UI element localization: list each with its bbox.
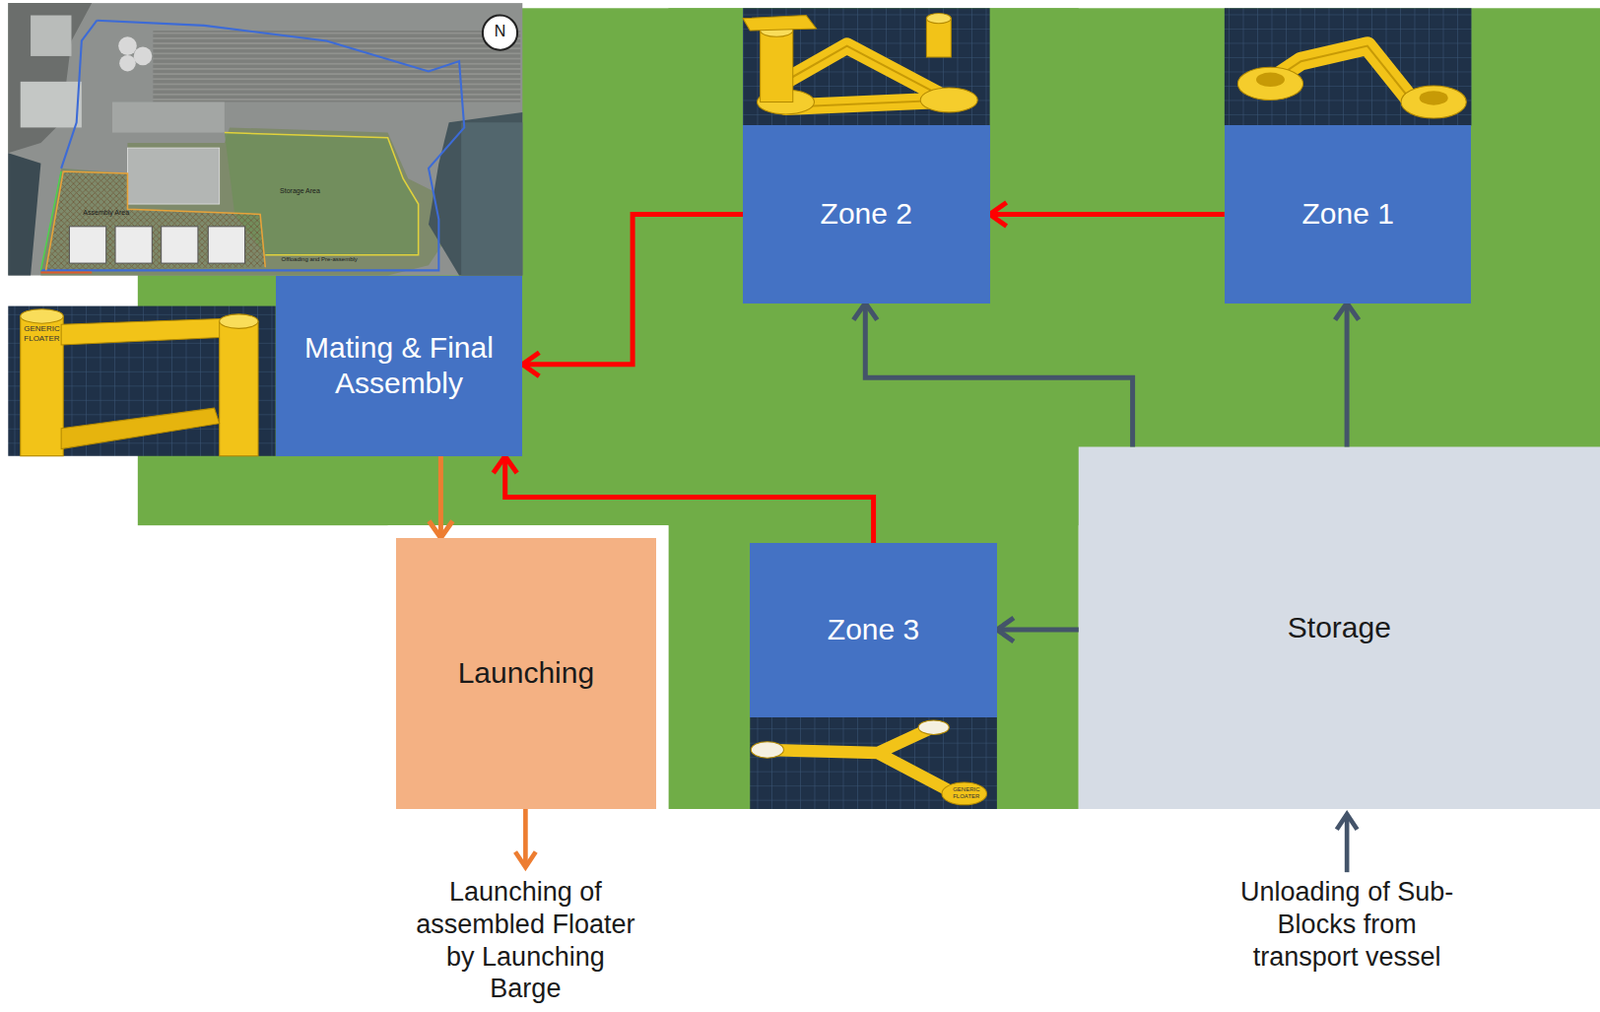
storage-area xyxy=(1078,446,1600,809)
zone3-render xyxy=(749,717,998,809)
mating-render xyxy=(7,306,275,457)
map-label: Assembly Area xyxy=(73,208,139,218)
zone-box: Zone 2 xyxy=(742,125,991,303)
box-text: Zone 1 xyxy=(1301,196,1394,233)
ground xyxy=(667,7,1078,809)
flow-arrow xyxy=(997,627,1079,633)
box-text: Zone 2 xyxy=(820,196,913,233)
render-text: GENERIC FLOATER xyxy=(22,324,62,344)
zone-box: Zone 3 xyxy=(749,542,998,718)
launching-box: Launching xyxy=(396,537,657,810)
box-text: Mating & Final Assembly xyxy=(285,330,514,402)
launch-arrow xyxy=(523,808,529,867)
assembly-box: Mating & Final Assembly xyxy=(275,275,524,457)
inlet-note: Unloading of Sub-Blocks from transport v… xyxy=(1229,875,1465,974)
flow-arrow xyxy=(438,456,444,538)
box-text: Launching xyxy=(458,655,595,692)
box-text: Zone 3 xyxy=(827,611,920,649)
flow-arrow xyxy=(505,456,874,543)
map-label: Storage Area xyxy=(266,187,333,197)
outlet-note: Launching of assembled Floater by Launch… xyxy=(407,875,643,1006)
aerial-photo xyxy=(7,2,523,275)
render-text: GENERIC FLOATER xyxy=(944,786,989,801)
north-mark: N xyxy=(489,21,511,42)
zone1-render xyxy=(1224,7,1472,126)
map-label: Offloading and Pre-assembly xyxy=(263,256,376,264)
storage-box: Storage xyxy=(1078,447,1600,810)
flow-arrow xyxy=(990,211,1225,217)
flow-arrow xyxy=(865,303,1133,448)
flow-arrow xyxy=(1344,303,1350,448)
box-text: Storage xyxy=(1287,609,1392,647)
gap xyxy=(388,525,669,821)
flow-arrow xyxy=(522,214,743,365)
zone-box: Zone 1 xyxy=(1224,125,1472,303)
unload-arrow xyxy=(1344,813,1350,872)
zone2-render xyxy=(742,7,991,126)
